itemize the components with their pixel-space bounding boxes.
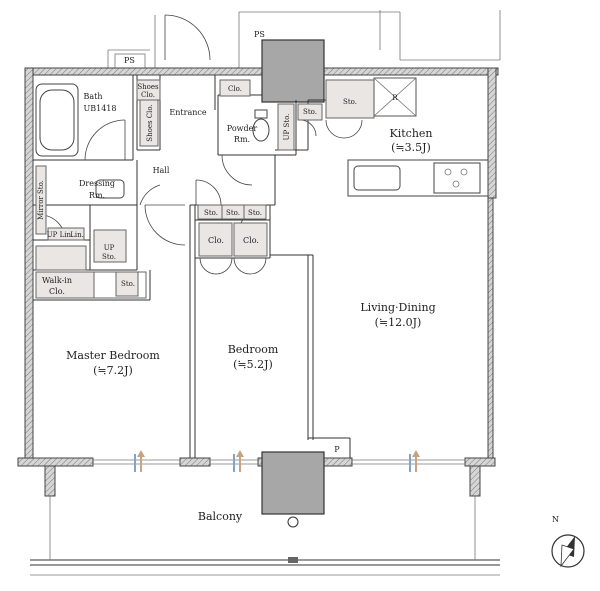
room-labels: PS PS Bath UB1418 Shoes Clo. Shoes Clo. …	[37, 30, 436, 523]
fridge-mark: R	[392, 94, 398, 102]
label-clo-bed-2: Clo.	[243, 236, 259, 245]
balcony-railing	[30, 465, 500, 576]
label-powder-1: Powder	[227, 124, 258, 133]
label-kitchen-size: (≒3.5J)	[391, 141, 431, 154]
label-shoes-clo-top-2: Clo.	[141, 91, 155, 99]
label-living-dining: Living·Dining	[360, 301, 435, 314]
label-lin: Lin.	[70, 231, 84, 239]
label-bath-model: UB1418	[84, 104, 117, 113]
label-master-bedroom: Master Bedroom	[66, 349, 160, 362]
label-up-sto-2: Sto.	[102, 253, 116, 261]
label-kitchen: Kitchen	[390, 127, 433, 140]
storage-units	[35, 77, 417, 299]
label-living-size: (≒12.0J)	[375, 316, 422, 329]
label-p: P	[334, 445, 340, 454]
label-bath: Bath	[83, 92, 102, 101]
kitchen-counter	[347, 159, 489, 197]
toilet-icon	[252, 109, 270, 142]
label-sto-walkin: Sto.	[121, 280, 135, 288]
label-bedroom-size: (≒5.2J)	[233, 358, 273, 371]
label-walk-in-2: Clo.	[49, 287, 65, 296]
ventilation-arrow-icon	[134, 450, 420, 472]
label-ps-1: PS	[124, 56, 135, 65]
label-master-size: (≒7.2J)	[93, 364, 133, 377]
label-sto-kitchen-1: Sto.	[303, 108, 317, 116]
stove-icon	[433, 162, 481, 194]
drain-icon	[287, 516, 299, 528]
label-clo-entrance: Clo.	[228, 85, 242, 93]
shaft-bottom	[261, 451, 325, 515]
label-balcony: Balcony	[198, 510, 243, 523]
label-shoes-clo-top-1: Shoes	[137, 83, 159, 91]
compass-north-label: N	[552, 515, 559, 524]
label-sto-hall-3: Sto.	[248, 209, 262, 217]
shaft-top	[261, 39, 325, 103]
label-entrance: Entrance	[169, 108, 206, 117]
washbasin-icon	[95, 179, 125, 199]
label-clo-bed-1: Clo.	[208, 236, 224, 245]
label-ps-2: PS	[254, 30, 265, 39]
sink-icon	[353, 165, 401, 191]
compass-icon: N	[551, 515, 585, 568]
label-powder-2: Rm.	[234, 135, 250, 144]
label-walk-in-1: Walk-in	[42, 276, 72, 285]
label-mirror-sto: Mirror Sto.	[37, 180, 45, 220]
label-bedroom: Bedroom	[228, 343, 279, 356]
label-hall: Hall	[153, 166, 170, 175]
label-dressing-2: Rm.	[89, 191, 105, 200]
label-sto-kitchen-2: Sto.	[343, 98, 357, 106]
label-up-sto-powder: UP Sto.	[283, 114, 291, 141]
label-dressing-1: Dressing	[79, 179, 115, 188]
label-sto-hall-2: Sto.	[226, 209, 240, 217]
label-up-sto-1: UP	[104, 244, 115, 252]
bathtub-icon	[35, 83, 79, 157]
label-up-lin: UP Lin.	[47, 231, 73, 239]
label-shoes-clo-side: Shoes Clo.	[146, 104, 154, 141]
label-sto-hall-1: Sto.	[204, 209, 218, 217]
